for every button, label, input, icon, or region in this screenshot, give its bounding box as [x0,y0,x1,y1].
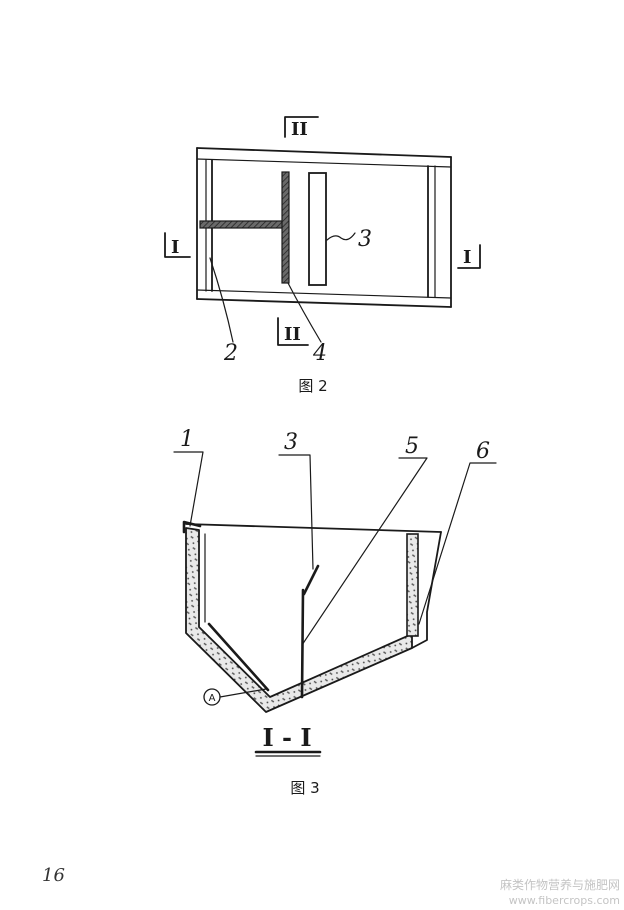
fig2-label-2: 2 [223,341,238,366]
callout-a-label: A [209,693,216,704]
label-5-leader [301,457,428,646]
label-1-leader [173,451,204,527]
label-2-leader [209,257,234,343]
inner-liner-a [207,622,270,692]
section-marker-right: I [457,244,481,269]
section-marker-top: II [284,116,319,140]
frame-top-inner-edge [196,158,452,168]
rim-flange [182,520,202,534]
fig2-label-4: 4 [312,341,327,366]
fig3-label-1: 1 [180,427,194,452]
callout-a-leader [219,688,267,698]
figure-3-caption: 图 3 [290,779,319,797]
section-bracket-bottom [277,317,309,346]
section-marker-bottom: II [277,317,309,346]
right-outer-edge [411,531,442,649]
section-bracket-right [457,244,481,269]
section-bracket-top [284,116,319,138]
section-title: I - I [262,723,311,752]
section-marker-left: I [164,232,191,258]
fig2-label-3: 3 [358,227,372,252]
horizontal-support-bar [199,220,284,229]
page-number: 16 [42,865,65,886]
vertical-bar-4 [281,171,290,284]
watermark-url: www.fibercrops.com [509,894,620,907]
figure-2: 3 2 4 II I I II 图 2 [164,116,481,395]
label-6-leader [418,462,497,625]
section-label-top: II [291,119,308,140]
frame-bottom-outer-edge [196,298,452,308]
fig3-label-3: 3 [284,430,298,455]
section-label-right: I [463,247,471,268]
fig3-label-6: 6 [476,439,490,464]
insulated-shell-wall [185,527,413,713]
top-rim-line [185,523,442,533]
frame-outline [196,147,452,308]
frame-bottom-inner-edge [196,289,452,299]
section-label-bottom: II [284,324,301,345]
watermark-site-name: 麻类作物营养与施肥网 [500,877,620,892]
fig3-label-3-leader [278,454,314,570]
panel-3 [308,172,327,286]
section-bracket-left [164,232,191,258]
post-top-slash [302,564,320,596]
section-label-left: I [171,237,179,258]
label-3-leader [326,232,356,241]
right-insulated-wall-6 [406,533,419,637]
frame-top-outer-edge [196,147,452,158]
fig3-label-5: 5 [405,434,419,459]
figure-3: 1 3 5 6 A I - I 图 3 [173,427,497,797]
label-4-leader [287,282,322,343]
figure-2-caption: 图 2 [298,377,327,395]
